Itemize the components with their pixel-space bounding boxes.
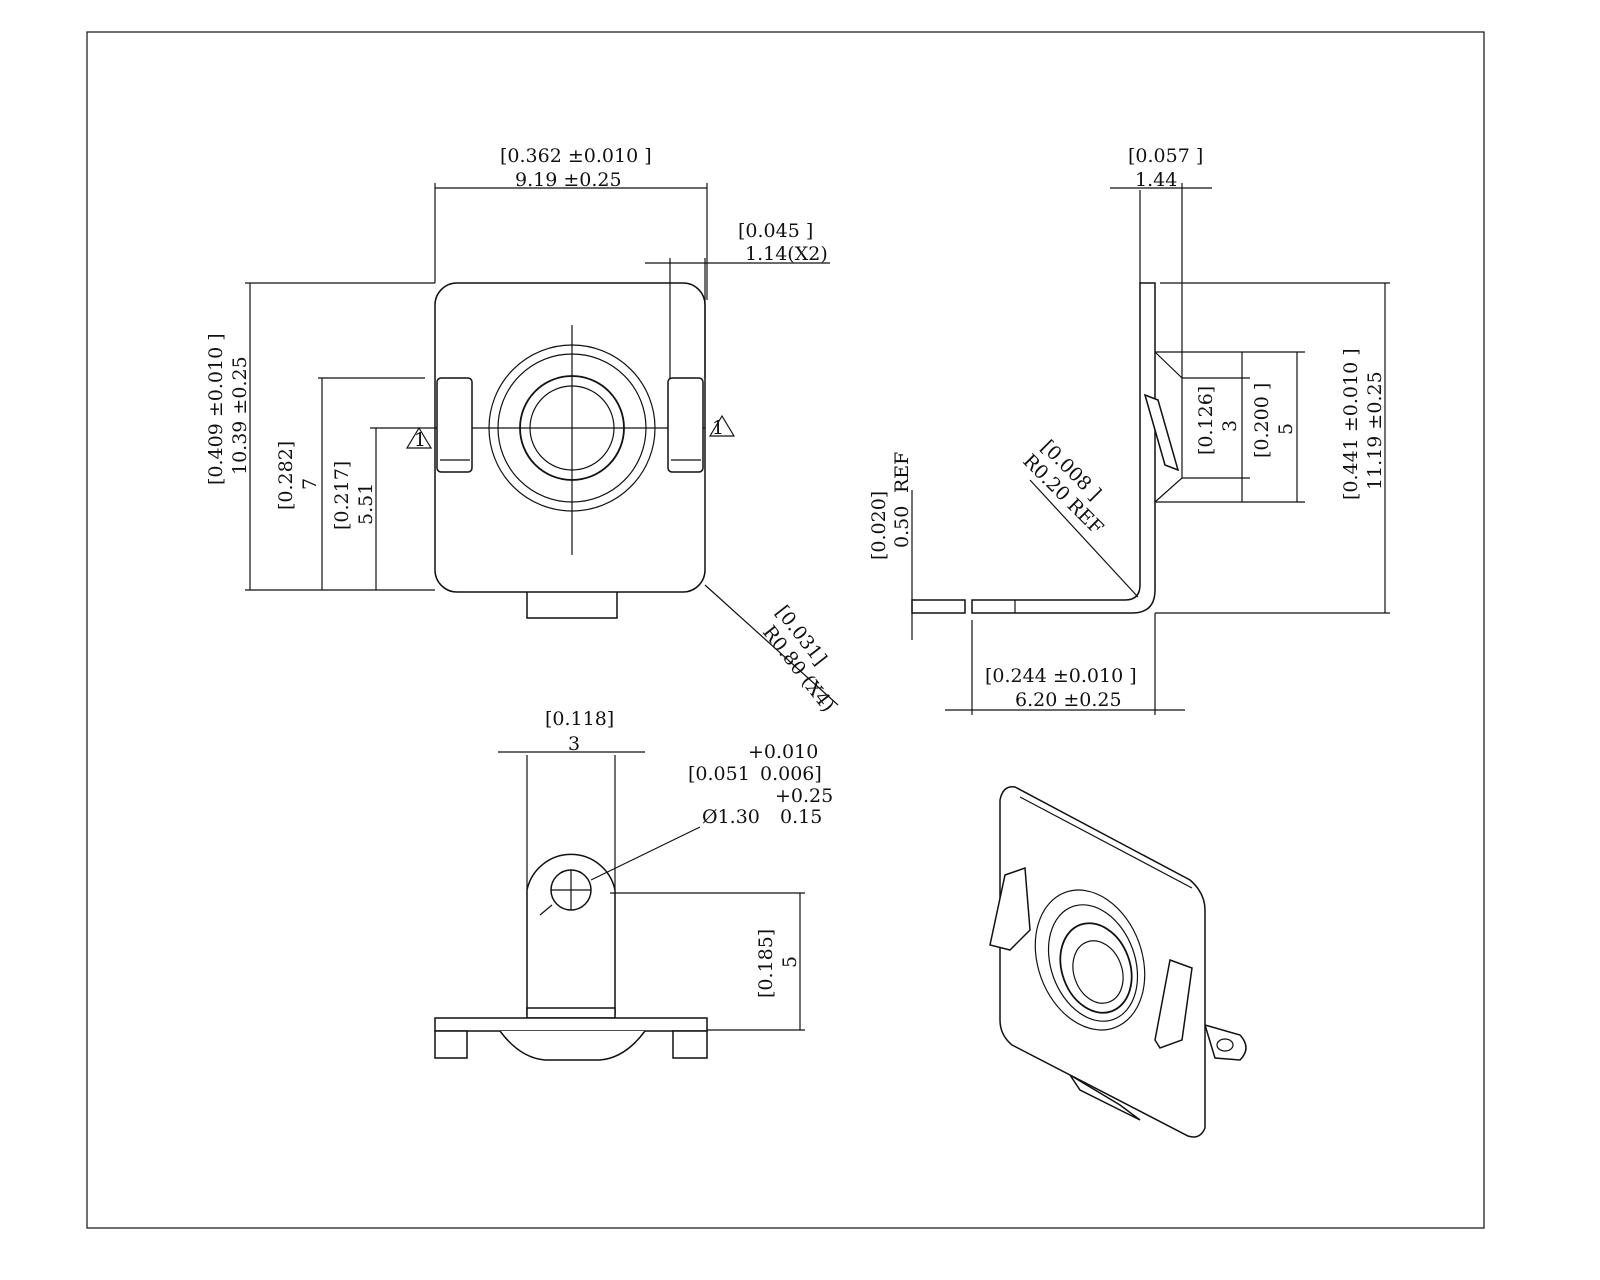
dimension-label: [0.020] [868,491,890,560]
datum-triangle-left [405,426,433,449]
dimension-label: [0.118] [545,708,614,730]
side-view: [0.057 ] 1.44 [0.441 ±0.010 ] 11.19 ±0.2… [868,145,1390,715]
dimension-label: 11.19 ±0.25 [1364,371,1386,490]
datum-label: 1 [712,417,724,439]
profile-outline [971,282,1156,614]
dimension-label: [0.362 ±0.010 ] [500,145,652,167]
tab-outline [526,853,616,1015]
dimension-label: [0.441 ±0.010 ] [1340,348,1362,500]
tolerance-label: 0.006] [760,763,822,785]
dimension-label: [0.244 ±0.010 ] [985,665,1137,687]
dimension-label: 9.19 ±0.25 [515,169,622,191]
tolerance-label: +0.010 [748,741,818,763]
dimension-label: REF [891,452,913,493]
dimension-label: 0.50 [891,506,913,548]
dimension-label: [0.045 ] [738,220,813,242]
front-view: 1 1 [0.362 ±0.010 ] 9.19 ±0.25 [0.045 ] … [205,145,839,716]
bottom-tab [526,589,618,619]
plate-outline [999,786,1206,1138]
base-plate [434,1017,708,1032]
dimension-label: [0.051 [688,763,750,785]
dimension-label: [0.057 ] [1128,145,1203,167]
bump-profile [1154,351,1183,503]
slot-left [436,377,473,473]
dimension-label: 5 [1275,423,1297,435]
slot-right [667,377,704,473]
dimension-label: Ø1.30 [702,806,760,828]
dimension-label: [0.282] [275,441,297,510]
dimension-label: [0.126] [1195,386,1217,455]
datum-label: 1 [414,429,426,451]
dimension-label: [0.217] [331,461,353,530]
datum-triangle-right [708,414,736,437]
bottom-view: [0.118] 3 +0.010 [0.051 0.006] +0.25 Ø1.… [434,708,833,1061]
dimension-label: 3 [1219,420,1241,432]
dimension-label: 1.14(X2) [745,243,828,265]
dimension-label: 10.39 ±0.25 [229,356,251,475]
dimension-label: [0.185] [755,929,777,998]
dimension-label: [0.200 ] [1251,383,1273,458]
tolerance-label: +0.25 [775,785,833,807]
dimension-label: 7 [299,478,321,490]
dimension-label: 3 [568,733,580,755]
dimension-label: 5.51 [355,483,377,525]
dimension-label: 5 [779,956,801,968]
tab-right [1154,958,1193,1049]
tab-left [989,866,1031,951]
dimension-label: 1.44 [1135,169,1177,191]
isometric-view [989,786,1247,1138]
dimension-label: [0.409 ±0.010 ] [205,333,227,485]
drawing-border [86,31,1485,1229]
plate-outline [434,282,706,593]
dimension-label: 6.20 ±0.25 [1015,689,1122,711]
tolerance-label: 0.15 [780,806,822,828]
